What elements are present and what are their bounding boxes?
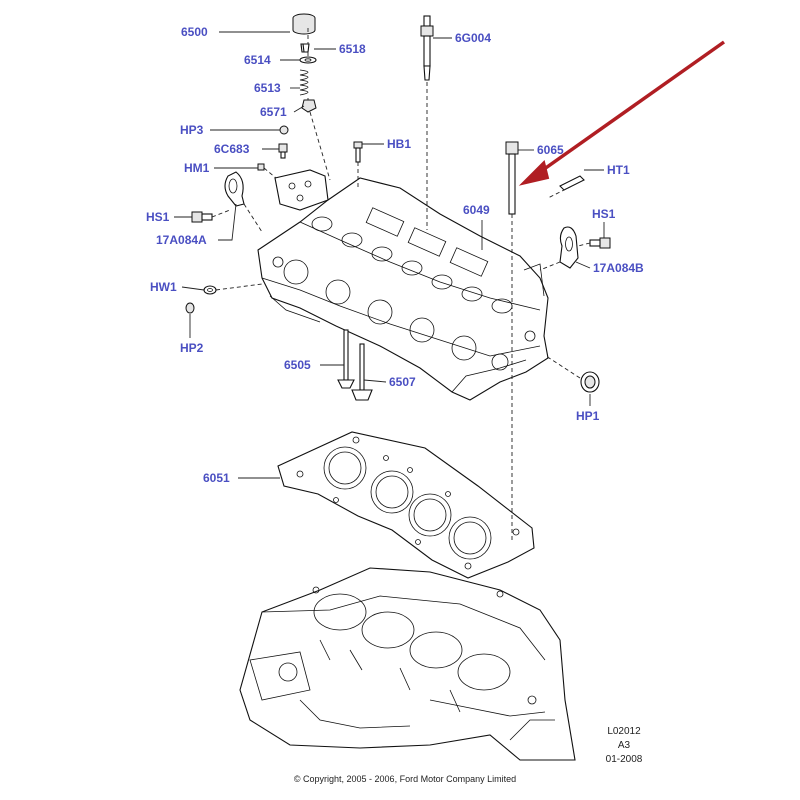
valve-spring-6513 (299, 69, 309, 96)
drawing-date: 01-2008 (606, 754, 643, 765)
drawing-code: L02012 (607, 726, 641, 737)
leader-HW1 (181, 286, 205, 291)
callout-6500: 6500 (181, 25, 208, 39)
callout-6C683: 6C683 (214, 142, 250, 156)
cylinder-head (257, 177, 549, 401)
callout-6518: 6518 (339, 42, 366, 56)
callout-6513: 6513 (254, 81, 281, 95)
callout-HM1: HM1 (184, 161, 210, 175)
valve-seal-6571 (301, 99, 317, 113)
callout-6065: 6065 (537, 143, 564, 157)
callout-HP2: HP2 (180, 341, 204, 355)
callout-HT1: HT1 (607, 163, 630, 177)
glow-plug-6G004 (420, 15, 434, 81)
bolt-HB1 (353, 141, 363, 163)
copyright-notice: © Copyright, 2005 - 2006, Ford Motor Com… (294, 774, 516, 784)
stud-HM1 (257, 163, 265, 171)
head-gasket (277, 431, 535, 579)
plug-HP3 (279, 125, 289, 135)
tappet-6500 (292, 13, 316, 35)
bolt-HS1-right (589, 237, 611, 249)
leader-17A084A (218, 203, 237, 241)
callout-6514: 6514 (244, 53, 271, 67)
leader-17A084B (575, 261, 591, 269)
callout-17A084B: 17A084B (593, 261, 644, 275)
callout-6051: 6051 (203, 471, 230, 485)
callout-HW1: HW1 (150, 280, 177, 294)
callout-17A084A: 17A084A (156, 233, 207, 247)
plug-HP1 (580, 371, 600, 393)
callout-HP1: HP1 (576, 409, 600, 423)
plug-HP2 (185, 302, 195, 314)
pointer-arrow (518, 40, 726, 186)
bolt-HS1-left (191, 211, 213, 223)
callout-HB1: HB1 (387, 137, 411, 151)
lifting-eye-17A084B (559, 226, 579, 269)
valve-6505 (337, 329, 355, 389)
part-6C683 (278, 143, 288, 159)
callout-6507: 6507 (389, 375, 416, 389)
engine-block (239, 567, 576, 761)
valve-6507 (351, 343, 373, 401)
callout-HP3: HP3 (180, 123, 204, 137)
washer-HW1 (203, 285, 217, 295)
dowel-HT1 (559, 175, 585, 191)
retainer-6514 (299, 56, 317, 64)
callout-6571: 6571 (260, 105, 287, 119)
head-bolt-6065 (505, 141, 519, 215)
collets-6518 (300, 43, 310, 53)
callout-6505: 6505 (284, 358, 311, 372)
callout-6049: 6049 (463, 203, 490, 217)
callout-6G004: 6G004 (455, 31, 491, 45)
leader-6507 (363, 379, 387, 383)
leader-6571 (293, 105, 305, 113)
lifting-eye-17A084A (224, 171, 245, 207)
callout-HS1-left: HS1 (146, 210, 170, 224)
drawing-sheet: A3 (618, 740, 631, 751)
callout-HS1-right: HS1 (592, 207, 616, 221)
small-bracket-block (274, 169, 329, 211)
